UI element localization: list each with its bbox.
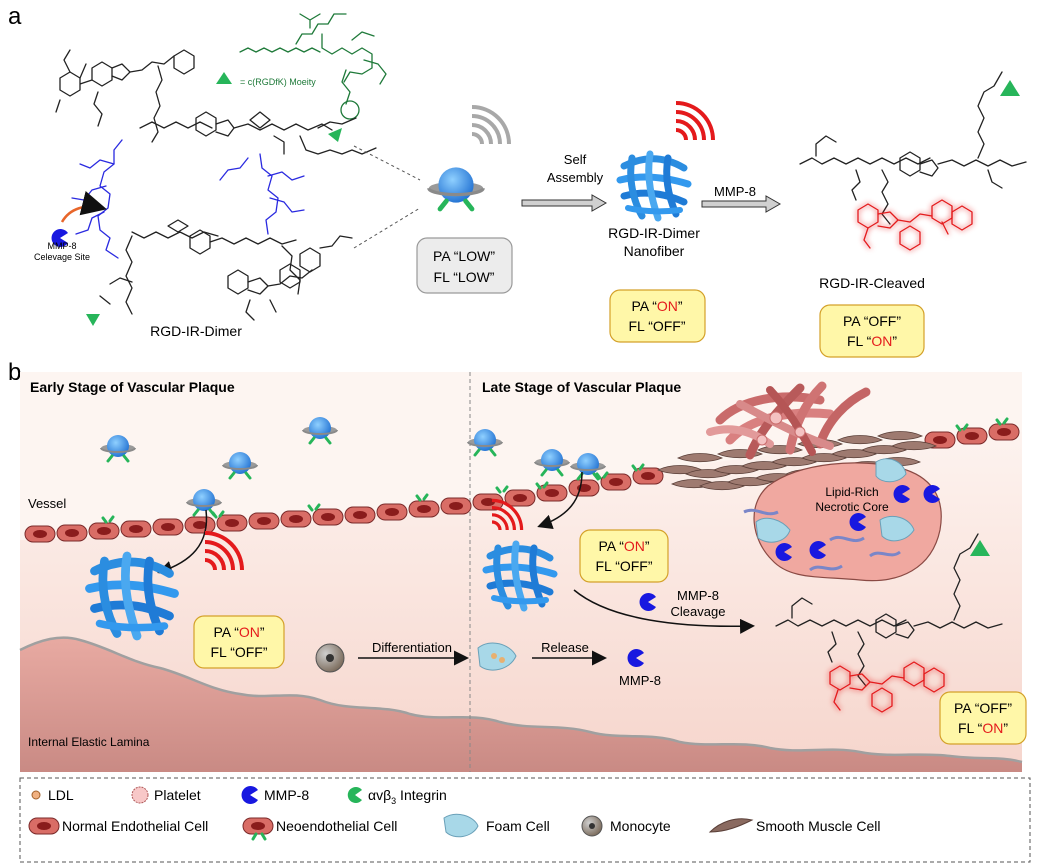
differentiation-label: Differentiation: [372, 640, 452, 655]
legend-smc: Smooth Muscle Cell: [756, 818, 881, 834]
cleaved-structure-b: [775, 533, 1003, 713]
legend-foam-icon: [443, 813, 479, 838]
foam-cell-icon: [477, 642, 517, 671]
legend: LDL Platelet MMP-8 αvβ3 Integrin Normal …: [28, 786, 881, 841]
core-contents: [743, 458, 940, 572]
legend-ldl: LDL: [48, 787, 74, 803]
dimer-name: RGD-IR-Dimer: [150, 323, 242, 339]
legend-smc-icon: [708, 818, 754, 833]
late-stage-title: Late Stage of Vascular Plaque: [482, 379, 681, 395]
box-late: [579, 529, 669, 583]
cleavage-label-1: MMP-8: [677, 588, 719, 603]
box-late-pa: PA “ON”: [598, 538, 649, 554]
strong-signal-icon: [674, 101, 715, 142]
box-final-pa: PA “OFF”: [954, 700, 1012, 716]
legend-normal-ec-icon: [28, 817, 60, 835]
early-stage-title: Early Stage of Vascular Plaque: [30, 379, 235, 395]
box-early: [193, 615, 285, 669]
box-nanofiber: [609, 289, 706, 343]
legend-integrin: αvβ3 Integrin: [368, 787, 447, 806]
integrin-markers: [101, 417, 1009, 524]
nanofiber-icon: [620, 154, 688, 218]
cleavage-label-2: Cleavage: [671, 604, 726, 619]
lamina-label: Internal Elastic Lamina: [28, 735, 150, 749]
rgd-moiety-structure: [239, 13, 387, 120]
platelet-icon: [131, 786, 149, 804]
cleavage-site-label-2: Celevage Site: [34, 252, 90, 262]
box-late-fl: FL “OFF”: [595, 558, 652, 574]
mmp8-arrow: [701, 195, 782, 213]
box-cleaved-fl: FL “ON”: [847, 333, 897, 349]
box-early-pa: PA “ON”: [213, 624, 264, 640]
weak-signal-icon: [471, 105, 511, 145]
legend-platelet: Platelet: [154, 787, 201, 803]
box-early-fl: FL “OFF”: [210, 644, 267, 660]
necrotic-core-label-1: Lipid-Rich: [825, 485, 878, 499]
box-final-fl: FL “ON”: [958, 720, 1008, 736]
triangle-moiety-icon: [216, 72, 232, 84]
box-cleaved: [819, 304, 925, 358]
box-cleaved-pa: PA “OFF”: [843, 313, 901, 329]
release-label: Release: [541, 640, 589, 655]
box-nanofiber-fl: FL “OFF”: [628, 318, 685, 334]
vessel-label: Vessel: [28, 496, 66, 511]
cleavage-site-label-1: MMP-8: [48, 241, 77, 251]
nanofiber-name-1: RGD-IR-Dimer: [608, 225, 700, 241]
cleaved-name: RGD-IR-Cleaved: [819, 275, 925, 291]
legend-neo-ec-icon: [242, 817, 274, 835]
legend-monocyte: Monocyte: [610, 818, 671, 834]
moiety-legend-text: = c(RGDfK) Moeity: [240, 77, 316, 87]
legend-normal-ec: Normal Endothelial Cell: [62, 818, 208, 834]
probe-sphere-icon: [429, 167, 483, 209]
ldl-icon: [31, 790, 41, 800]
necrotic-core: [753, 462, 942, 582]
thrombus-fibers: [706, 381, 871, 460]
mmp8-arrow-label: MMP-8: [714, 184, 756, 199]
integrin-icon: [347, 787, 362, 803]
late-binding-arrow: [537, 471, 583, 530]
legend-box: [19, 777, 1031, 863]
rgd-ir-cleaved-structure: [799, 71, 1027, 251]
necrotic-core-label-2: Necrotic Core: [815, 500, 889, 514]
mmp8-released-label: MMP-8: [619, 673, 661, 688]
nanofiber-name-2: Nanofiber: [624, 243, 685, 259]
self-assembly-label-2: Assembly: [547, 170, 604, 185]
self-assembly-label-1: Self: [564, 152, 587, 167]
box-low-pa: PA “LOW”: [433, 248, 495, 264]
box-final: [939, 691, 1027, 745]
self-assembly-arrow: [521, 194, 608, 212]
box-nanofiber-pa: PA “ON”: [631, 298, 682, 314]
legend-neo-ec: Neoendothelial Cell: [276, 818, 397, 834]
cleavage-site-arrow: [60, 191, 107, 223]
panel-b-label: b: [8, 359, 21, 386]
legend-mmp8: MMP-8: [264, 787, 309, 803]
box-low: [416, 237, 513, 294]
box-low-fl: FL “LOW”: [434, 269, 495, 285]
rgd-ir-dimer-structure: [55, 49, 377, 326]
panel-a-label: a: [8, 3, 22, 30]
legend-foam: Foam Cell: [486, 818, 550, 834]
zoom-lines: [353, 145, 421, 249]
cleavage-arrow: [573, 589, 755, 634]
